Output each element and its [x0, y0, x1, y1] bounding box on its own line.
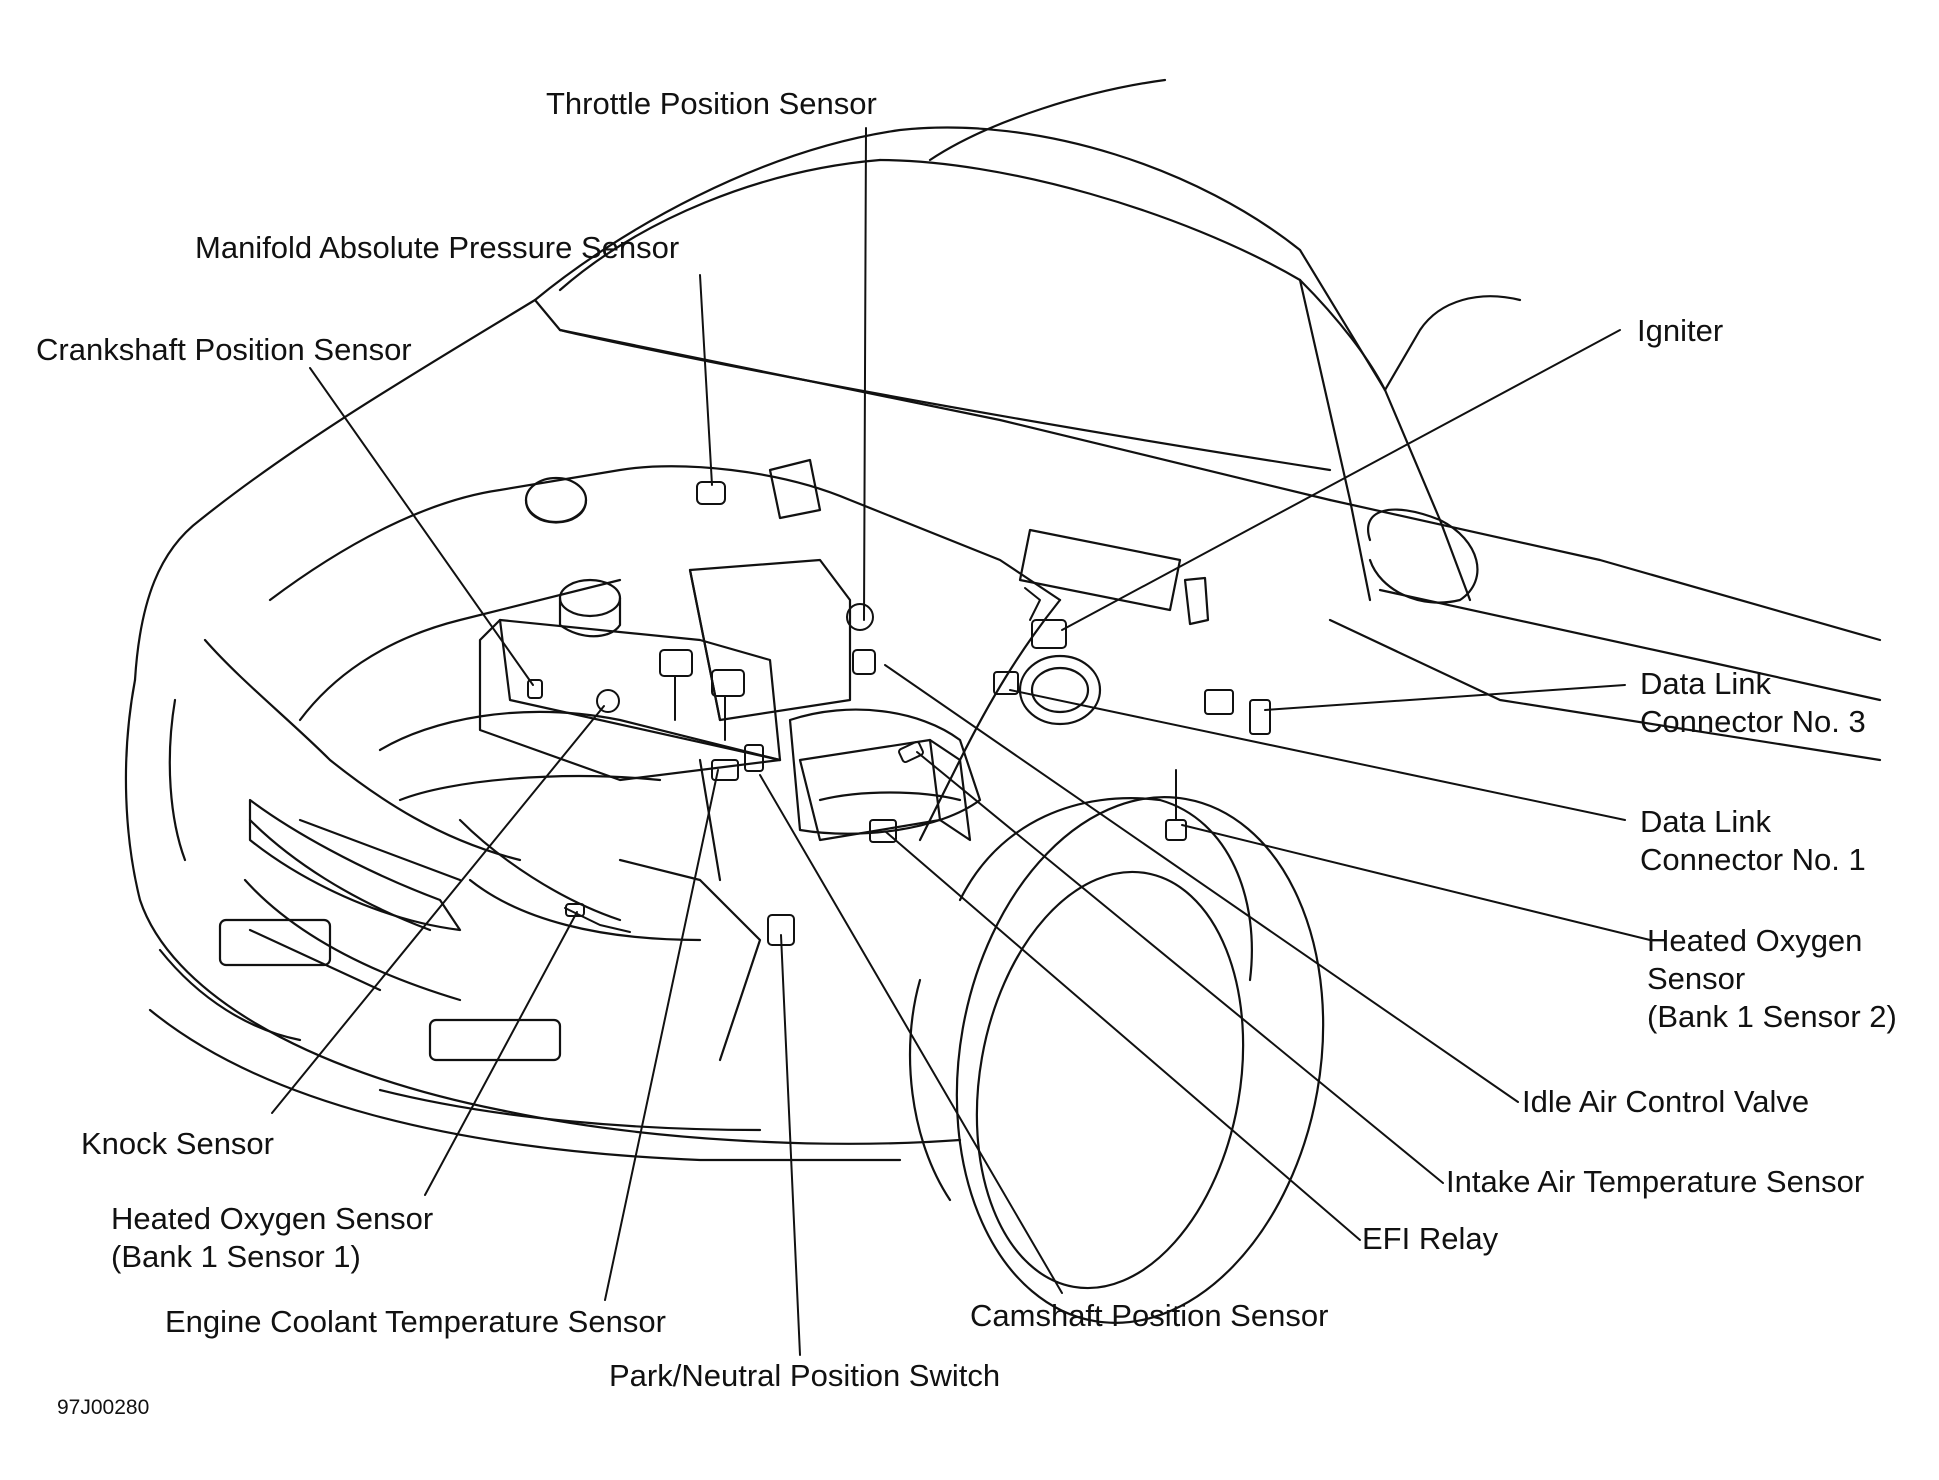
leader-park-neutral-position-switch — [780, 934, 801, 1356]
label-heated-oxygen-sensor-b1s1-line2: (Bank 1 Sensor 1) — [111, 1239, 361, 1274]
label-idle-air-control-valve: Idle Air Control Valve — [1522, 1084, 1810, 1119]
label-data-link-connector-3-line1: Data Link — [1640, 666, 1771, 701]
label-throttle-position-sensor: Throttle Position Sensor — [546, 86, 877, 121]
figure-code: 97J00280 — [57, 1396, 150, 1419]
label-efi-relay: EFI Relay — [1362, 1221, 1499, 1256]
label-park-neutral-position-switch: Park/Neutral Position Switch — [609, 1358, 1001, 1393]
label-igniter: Igniter — [1637, 313, 1724, 348]
label-data-link-connector-1: Data Link Connector No. 1 — [1640, 803, 1866, 879]
leader-camshaft-position-sensor — [759, 774, 1063, 1294]
label-data-link-connector-3-line2: Connector No. 3 — [1640, 704, 1866, 739]
leader-intake-air-temperature-sensor — [916, 751, 1444, 1184]
leader-igniter — [1061, 329, 1621, 631]
label-knock-sensor: Knock Sensor — [81, 1126, 274, 1161]
leader-heated-oxygen-sensor-b1s2 — [1181, 824, 1651, 941]
car-body-outline — [124, 78, 1882, 1162]
leader-data-link-connector-3 — [1264, 684, 1626, 711]
label-heated-oxygen-sensor-b1s2-line2: Sensor — [1647, 961, 1746, 996]
component-symbols — [527, 481, 1271, 946]
label-camshaft-position-sensor: Camshaft Position Sensor — [970, 1298, 1329, 1333]
label-crankshaft-position-sensor: Crankshaft Position Sensor — [36, 332, 412, 367]
leader-lines — [271, 127, 1651, 1356]
engine-bay — [268, 458, 1210, 1062]
leader-heated-oxygen-sensor-b1s1 — [424, 911, 578, 1196]
leader-throttle-position-sensor — [863, 127, 867, 621]
label-intake-air-temperature-sensor: Intake Air Temperature Sensor — [1446, 1164, 1865, 1199]
leader-crankshaft-position-sensor — [309, 367, 534, 686]
label-manifold-absolute-pressure-sensor: Manifold Absolute Pressure Sensor — [195, 230, 680, 265]
label-heated-oxygen-sensor-b1s2-line1: Heated Oxygen — [1647, 923, 1863, 958]
label-heated-oxygen-sensor-b1s1: Heated Oxygen Sensor (Bank 1 Sensor 1) — [111, 1200, 433, 1276]
label-data-link-connector-1-line2: Connector No. 1 — [1640, 842, 1866, 877]
front-wheel — [908, 796, 1325, 1324]
label-heated-oxygen-sensor-b1s2-line3: (Bank 1 Sensor 2) — [1647, 999, 1897, 1034]
label-engine-coolant-temperature-sensor: Engine Coolant Temperature Sensor — [165, 1304, 666, 1339]
label-data-link-connector-1-line1: Data Link — [1640, 804, 1771, 839]
leader-idle-air-control-valve — [884, 664, 1519, 1103]
leader-knock-sensor — [271, 705, 605, 1114]
leader-manifold-absolute-pressure-sensor — [699, 274, 713, 486]
label-data-link-connector-3: Data Link Connector No. 3 — [1640, 665, 1866, 741]
leader-engine-coolant-temperature-sensor — [604, 769, 719, 1301]
label-heated-oxygen-sensor-b1s1-line1: Heated Oxygen Sensor — [111, 1201, 434, 1236]
leader-data-link-connector-1 — [1009, 689, 1626, 821]
leader-efi-relay — [885, 831, 1361, 1241]
label-heated-oxygen-sensor-b1s2: Heated Oxygen Sensor (Bank 1 Sensor 2) — [1647, 922, 1897, 1036]
